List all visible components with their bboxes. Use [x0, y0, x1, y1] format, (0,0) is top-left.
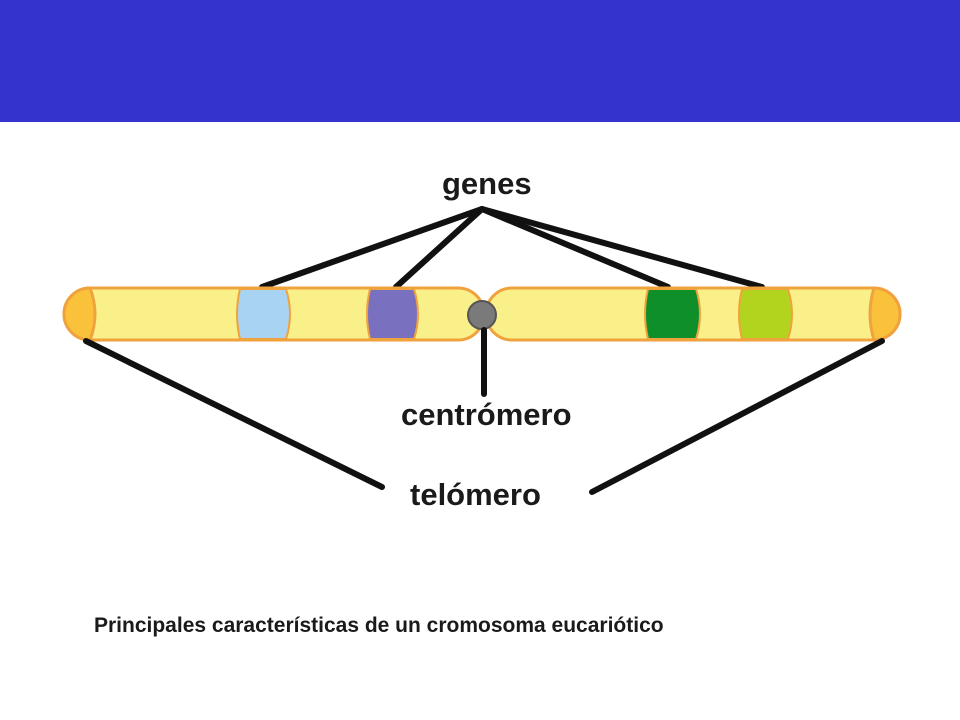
gene-pointer-2 — [393, 206, 485, 290]
chromosome-right-arm — [484, 286, 902, 342]
gene-pointer-4 — [479, 206, 765, 290]
telomere-pointer-left — [83, 338, 385, 490]
diagram-caption: Principales características de un cromos… — [94, 614, 664, 637]
left-telomere — [62, 286, 97, 342]
telomere-pointer-lines — [83, 338, 885, 495]
chromosome-left-arm — [62, 286, 486, 342]
genes-label: genes — [442, 166, 532, 201]
gene-band-4 — [738, 288, 793, 340]
centromere-label: centrómero — [401, 397, 572, 432]
gene-band-3 — [644, 288, 701, 340]
gene-band-1 — [236, 288, 291, 340]
gene-band-2 — [366, 288, 419, 340]
header-band — [0, 0, 960, 122]
gene-pointer-3 — [479, 206, 671, 290]
right-telomere — [868, 286, 902, 342]
gene-pointer-1 — [259, 206, 485, 290]
telomere-label: telómero — [410, 477, 541, 512]
gene-pointer-lines — [259, 206, 765, 290]
header-band-fill — [0, 0, 960, 122]
telomere-pointer-right — [589, 338, 885, 495]
centromere — [467, 300, 497, 330]
